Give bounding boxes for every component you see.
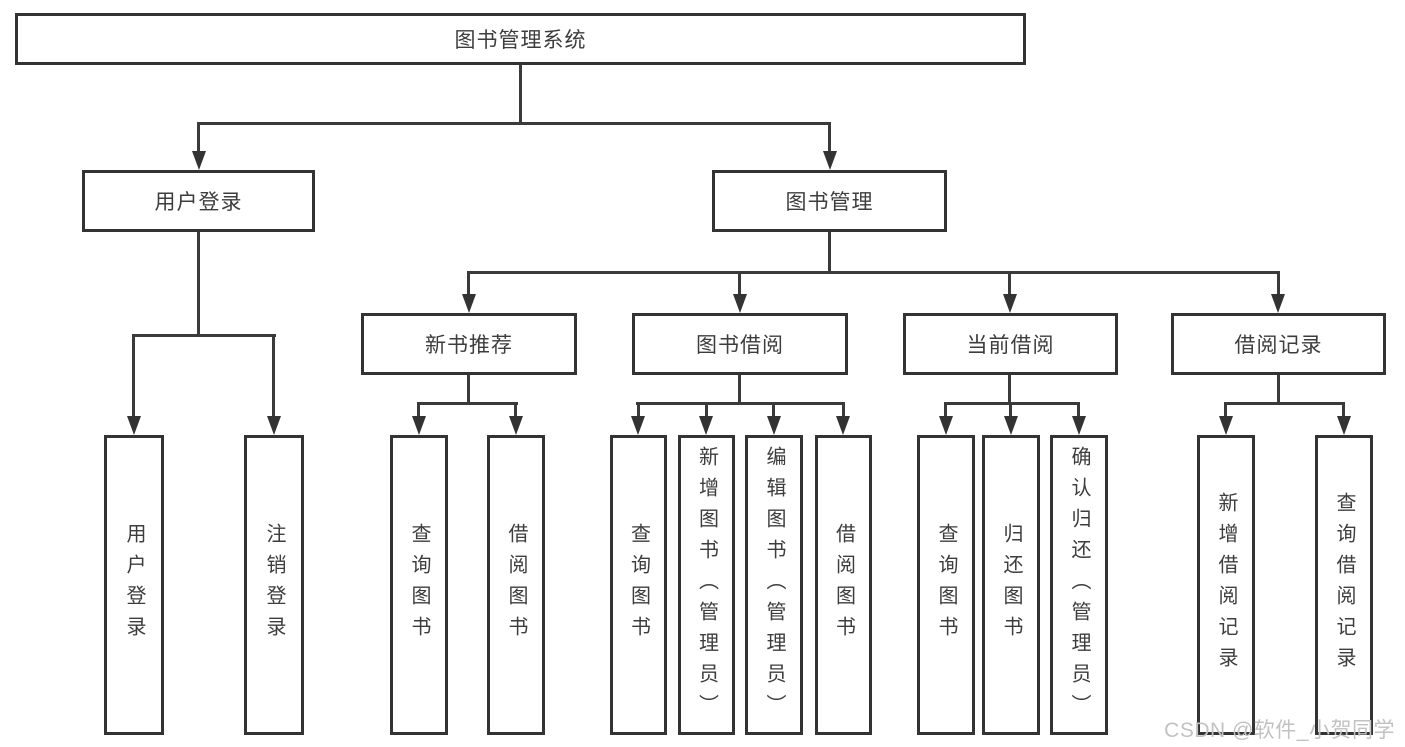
arrow-down-icon	[631, 416, 645, 435]
arrow-down-icon	[767, 416, 781, 435]
leaf-current-return-books: 归还图书	[982, 435, 1040, 735]
arrow-down-icon	[509, 416, 523, 435]
connector-line	[1008, 271, 1011, 297]
arrow-down-icon	[127, 416, 141, 435]
connector-line	[738, 271, 741, 297]
node-root: 图书管理系统	[15, 13, 1026, 65]
leaf-current-query-books-label: 查询图书	[935, 523, 957, 647]
arrow-down-icon	[939, 416, 953, 435]
node-book-management: 图书管理	[712, 170, 947, 232]
connector-line	[197, 232, 200, 336]
leaf-newrec-borrow-books: 借阅图书	[487, 435, 545, 735]
arrow-down-icon	[1072, 416, 1086, 435]
connector-line	[705, 402, 708, 418]
connector-line	[1009, 402, 1012, 418]
connector-line	[1077, 402, 1080, 418]
connector-line	[944, 402, 1080, 405]
connector-line	[467, 271, 470, 297]
leaf-current-confirm-return-admin-label: 确认归还（管理员）	[1068, 445, 1090, 725]
connector-line	[417, 402, 420, 418]
connector-line	[772, 402, 775, 418]
leaf-borrow-edit-books-admin: 编辑图书（管理员）	[745, 435, 803, 735]
leaf-records-add-record: 新增借阅记录	[1197, 435, 1255, 735]
node-borrow-records: 借阅记录	[1171, 313, 1386, 375]
leaf-user-login: 用户登录	[104, 435, 164, 735]
arrow-down-icon	[1004, 416, 1018, 435]
leaf-records-query-record-label: 查询借阅记录	[1333, 492, 1355, 678]
connector-line	[1342, 402, 1345, 418]
arrow-down-icon	[823, 151, 837, 170]
node-user-login: 用户登录	[82, 170, 315, 232]
connector-line	[514, 402, 517, 418]
leaf-newrec-query-books-label: 查询图书	[408, 523, 430, 647]
leaf-borrow-borrow-books: 借阅图书	[815, 435, 872, 735]
node-user-login-label: 用户登录	[154, 191, 243, 214]
connector-line	[132, 334, 276, 337]
node-borrow-records-label: 借阅记录	[1234, 334, 1323, 357]
leaf-borrow-query-books: 查询图书	[610, 435, 667, 735]
arrow-down-icon	[267, 416, 281, 435]
node-book-management-label: 图书管理	[785, 191, 874, 214]
arrow-down-icon	[699, 416, 713, 435]
leaf-borrow-add-books-admin: 新增图书（管理员）	[678, 435, 735, 735]
arrow-down-icon	[1219, 416, 1233, 435]
node-new-book-recommend: 新书推荐	[361, 313, 577, 375]
connector-line	[417, 402, 518, 405]
arrow-down-icon	[1271, 294, 1285, 313]
leaf-user-login-label: 用户登录	[123, 523, 145, 647]
connector-line	[519, 65, 522, 125]
connector-line	[467, 271, 1279, 274]
leaf-logout-login-label: 注销登录	[263, 523, 285, 647]
leaf-borrow-query-books-label: 查询图书	[627, 523, 650, 647]
leaf-current-return-books-label: 归还图书	[1000, 523, 1022, 647]
leaf-borrow-borrow-books-label: 借阅图书	[832, 523, 855, 647]
arrow-down-icon	[1003, 294, 1017, 313]
connector-line	[828, 122, 831, 154]
connector-line	[1277, 375, 1280, 404]
leaf-logout-login: 注销登录	[244, 435, 304, 735]
node-book-borrow: 图书借阅	[632, 313, 848, 375]
arrow-down-icon	[462, 294, 476, 313]
connector-line	[132, 334, 135, 418]
arrow-down-icon	[412, 416, 426, 435]
connector-line	[197, 122, 200, 154]
leaf-current-query-books: 查询图书	[917, 435, 975, 735]
connector-line	[842, 402, 845, 418]
node-root-label: 图书管理系统	[454, 29, 587, 52]
node-current-borrow: 当前借阅	[903, 313, 1118, 375]
arrow-down-icon	[836, 416, 850, 435]
connector-line	[1224, 402, 1345, 405]
connector-line	[944, 402, 947, 418]
leaf-borrow-edit-books-admin-label: 编辑图书（管理员）	[763, 445, 785, 725]
connector-line	[272, 334, 275, 418]
leaf-borrow-add-books-admin-label: 新增图书（管理员）	[695, 445, 718, 725]
node-book-borrow-label: 图书借阅	[696, 334, 784, 357]
connector-line	[1224, 402, 1227, 418]
leaf-current-confirm-return-admin: 确认归还（管理员）	[1050, 435, 1108, 735]
connector-line	[1277, 271, 1280, 297]
arrow-down-icon	[733, 294, 747, 313]
connector-line	[637, 402, 640, 418]
connector-line	[467, 375, 470, 404]
leaf-newrec-borrow-books-label: 借阅图书	[505, 523, 527, 647]
node-current-borrow-label: 当前借阅	[966, 334, 1055, 357]
connector-line	[1008, 375, 1011, 404]
node-new-book-recommend-label: 新书推荐	[425, 334, 513, 357]
connector-line	[828, 232, 831, 273]
connector-line	[197, 122, 831, 125]
arrow-down-icon	[1337, 416, 1351, 435]
watermark: CSDN @软件_小贺同学	[1164, 719, 1395, 742]
leaf-records-add-record-label: 新增借阅记录	[1215, 492, 1237, 678]
leaf-records-query-record: 查询借阅记录	[1315, 435, 1373, 735]
leaf-newrec-query-books: 查询图书	[390, 435, 448, 735]
arrow-down-icon	[192, 151, 206, 170]
connector-line	[738, 375, 741, 404]
connector-line	[636, 402, 845, 405]
